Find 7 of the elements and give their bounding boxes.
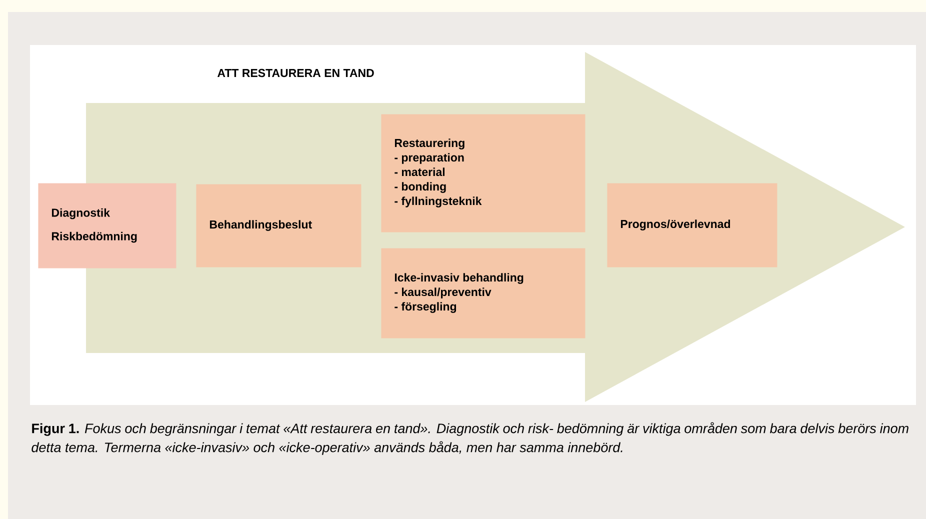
text-box: Prognos/överlevnad — [607, 183, 778, 268]
diagram-title: ATT RESTAURERA EN TAND — [218, 68, 374, 78]
text-box: Restaurering - preparation - material - bonding - fyllningsteknik — [381, 114, 586, 232]
text-box: Icke-invasiv behandling - kausal/preventiv - försegling — [381, 248, 586, 338]
text-box: Diagnostik Riskbedömning — [38, 183, 176, 268]
figure-caption: Figur 1. Fokus och begränsningar i temat «Att restaurera en tand». Diagnostik och risk- bedömning är viktiga områden som bara delvis berörs inom detta tema. Termerna «icke-invasiv» och «icke-operativ» används båda, men har samma innebörd. — [32, 422, 908, 455]
text-box: Behandlingsbeslut — [196, 184, 362, 268]
